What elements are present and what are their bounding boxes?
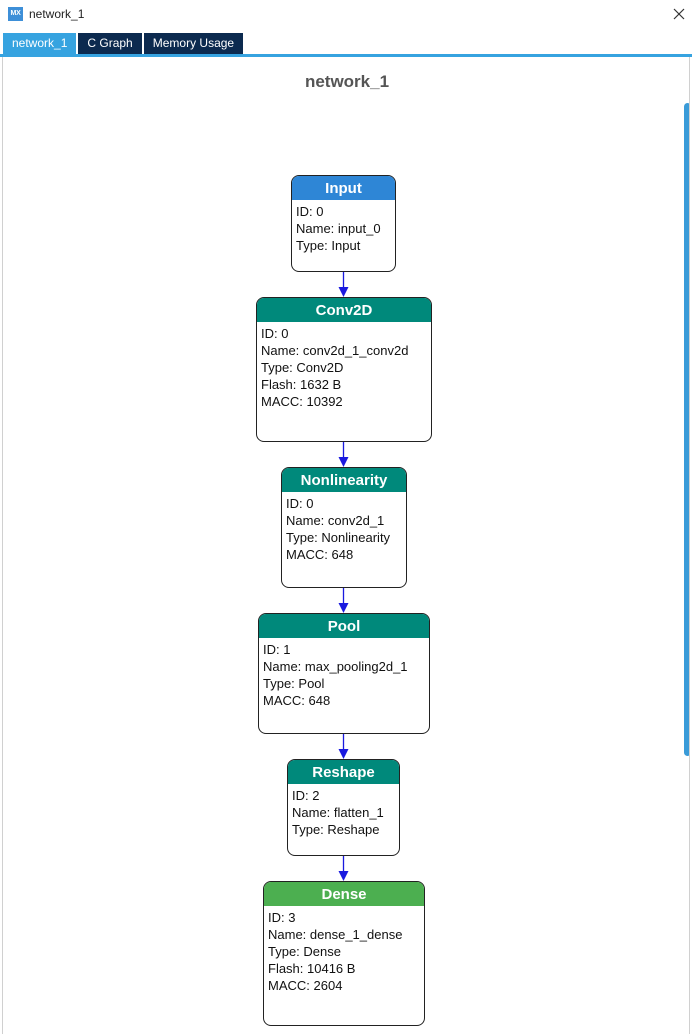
node-field: MACC: 2604 xyxy=(268,978,343,993)
node-field: Type: Nonlinearity xyxy=(286,530,391,545)
node-field: Type: Conv2D xyxy=(261,360,344,375)
window-title: network_1 xyxy=(29,7,85,21)
node-header: Nonlinearity xyxy=(282,468,406,492)
node-field: Name: dense_1_dense xyxy=(268,927,403,942)
node-field: Name: input_0 xyxy=(296,221,381,236)
node-header: Pool xyxy=(259,614,429,638)
node-header: Reshape xyxy=(288,760,399,784)
node-field: MACC: 648 xyxy=(286,547,354,562)
node-field: ID: 2 xyxy=(292,788,320,803)
graph-title: network_1 xyxy=(304,72,390,91)
node-field: Name: flatten_1 xyxy=(292,805,384,820)
edge-arrow-icon xyxy=(338,603,349,613)
node-field: Name: conv2d_1_conv2d xyxy=(261,343,409,358)
node-field: Type: Dense xyxy=(268,944,341,959)
node-field: MACC: 648 xyxy=(263,693,331,708)
tab-network-1[interactable]: network_1 xyxy=(3,33,77,54)
edge-arrow-icon xyxy=(338,287,349,297)
node-field: ID: 0 xyxy=(261,326,289,341)
graph-edges xyxy=(338,272,349,881)
node-field: ID: 0 xyxy=(286,496,314,511)
node-field: Name: conv2d_1 xyxy=(286,513,385,528)
node-field: ID: 1 xyxy=(263,642,291,657)
edge-arrow-icon xyxy=(338,457,349,467)
tab-bar: network_1 C Graph Memory Usage xyxy=(3,33,245,54)
node-header: Dense xyxy=(264,882,424,906)
node-field: ID: 3 xyxy=(268,910,296,925)
vertical-scrollbar[interactable] xyxy=(684,103,689,756)
edge-arrow-icon xyxy=(338,749,349,759)
node-header: Input xyxy=(292,176,395,200)
tab-memory-usage[interactable]: Memory Usage xyxy=(143,33,244,54)
node-field: Type: Pool xyxy=(263,676,325,691)
node-field: Name: max_pooling2d_1 xyxy=(263,659,408,674)
tab-underline xyxy=(0,54,692,57)
node-field: Flash: 1632 B xyxy=(261,377,342,392)
node-field: Flash: 10416 B xyxy=(268,961,356,976)
title-bar: MX network_1 xyxy=(0,0,692,32)
node-field: Type: Reshape xyxy=(292,822,380,837)
node-field: MACC: 10392 xyxy=(261,394,343,409)
edge-arrow-icon xyxy=(338,871,349,881)
node-header: Conv2D xyxy=(257,298,431,322)
node-field: Type: Input xyxy=(296,238,361,253)
node-field: ID: 0 xyxy=(296,204,324,219)
tab-c-graph[interactable]: C Graph xyxy=(78,33,142,54)
close-icon xyxy=(673,8,685,20)
close-button[interactable] xyxy=(668,3,690,25)
app-logo-icon: MX xyxy=(8,7,23,21)
